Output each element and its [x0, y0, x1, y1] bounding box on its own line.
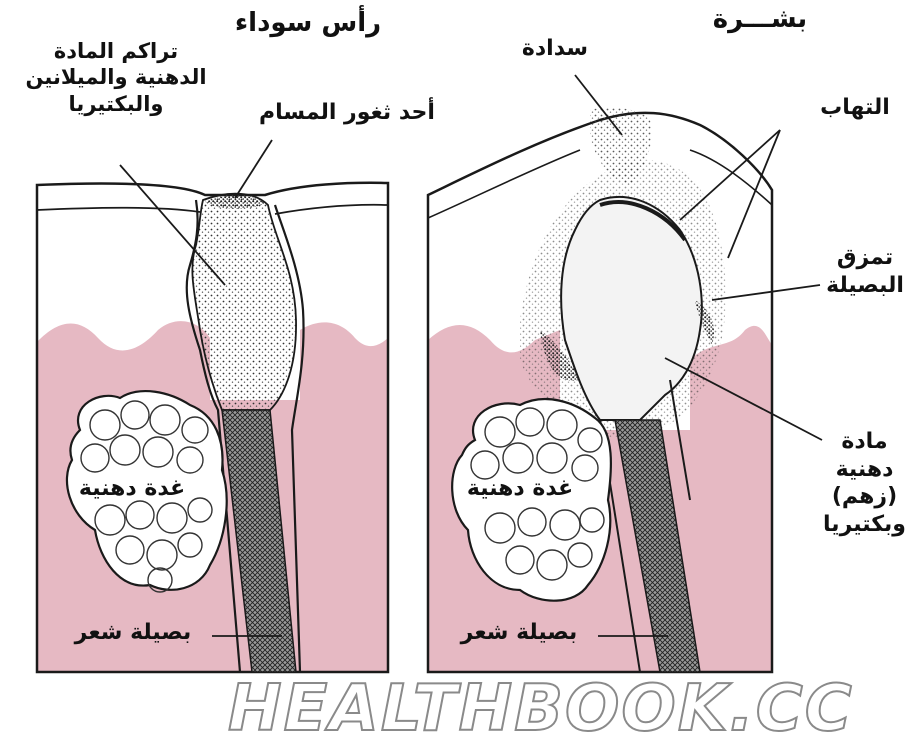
label-sebaceous-gland-right: غدة دهنية — [450, 476, 590, 501]
label-sebum-bacteria: مادة دهنية (زهم) وبكتيريا — [812, 428, 917, 538]
watermark: HEALTHBOOK.CC — [228, 672, 922, 746]
label-inflammation: التهاب — [800, 95, 910, 120]
label-plug: سدادة — [500, 36, 610, 61]
left-dermis-right — [300, 322, 388, 672]
label-accumulation: تراكم المادة الدهنية والميلانين والبكتير… — [22, 38, 210, 117]
label-hair-follicle-right: بصيلة شعر — [444, 620, 594, 645]
label-blackhead: رأس سوداء — [228, 8, 388, 38]
left-panel — [37, 183, 388, 672]
label-pore: أحد ثغور المسام — [238, 100, 456, 125]
label-follicle-rupture: تمزق البصيلة — [815, 244, 915, 299]
label-sebaceous-gland-left: غدة دهنية — [62, 476, 202, 501]
label-hair-follicle-left: بصيلة شعر — [58, 620, 208, 645]
right-panel — [428, 108, 772, 672]
label-epidermis: بشـــرة — [695, 4, 825, 34]
